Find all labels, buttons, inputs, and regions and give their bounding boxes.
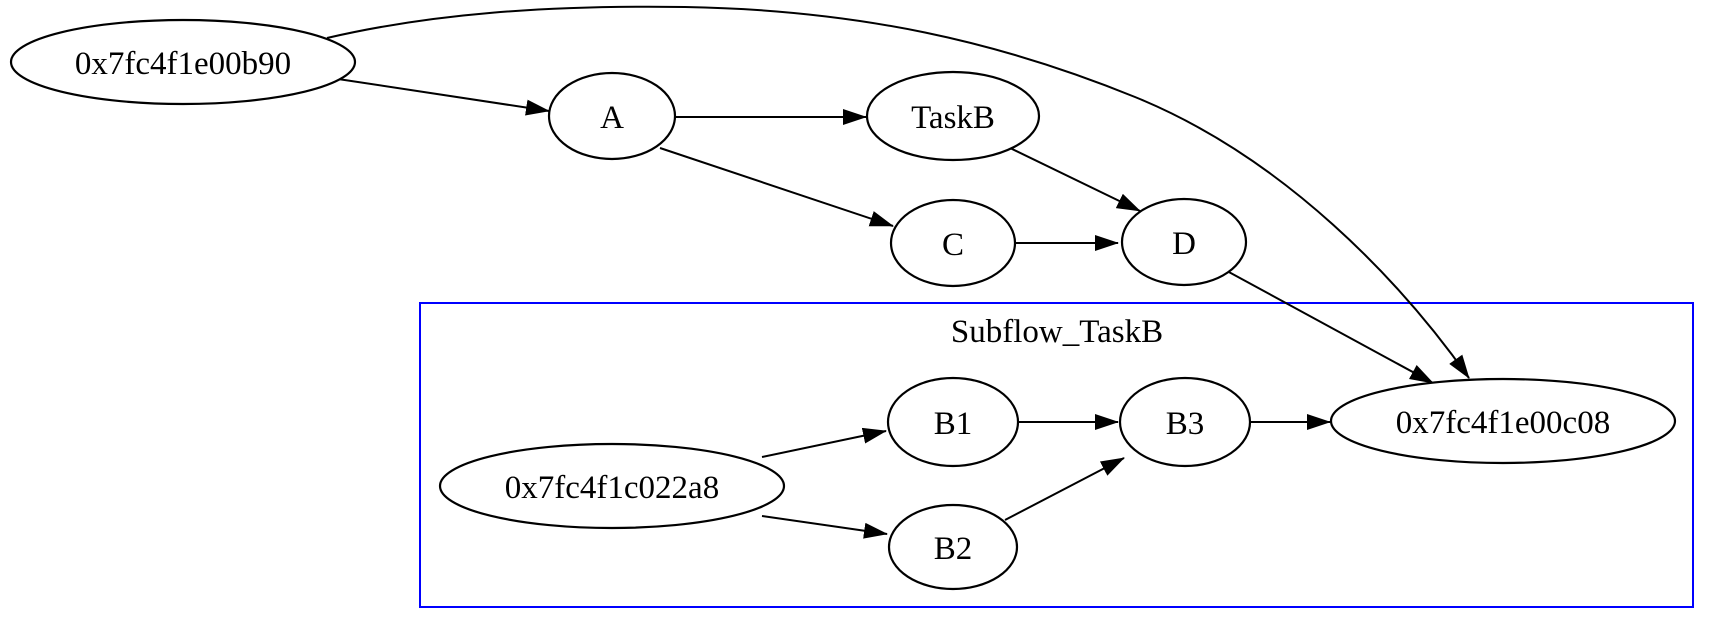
node-C-label: C — [942, 227, 964, 263]
node-A-label: A — [600, 100, 624, 136]
node-c08-label: 0x7fc4f1e00c08 — [1396, 405, 1610, 441]
edge-B2-to-B3 — [1004, 457, 1125, 521]
node-C: C — [889, 198, 1017, 288]
node-B3-shape — [1118, 376, 1252, 468]
cluster-subflow-taskb: Subflow_TaskB — [419, 302, 1694, 608]
cluster-border — [419, 302, 1694, 608]
edge-b90-to-A — [337, 78, 550, 116]
node-D-shape — [1120, 197, 1248, 287]
cluster-label: Subflow_TaskB — [951, 314, 1163, 350]
node-c08: 0x7fc4f1e00c08 — [1329, 377, 1677, 465]
node-B2: B2 — [887, 503, 1019, 591]
node-TaskB-shape — [865, 70, 1041, 162]
node-B2-label: B2 — [934, 531, 973, 567]
edge-TaskB-to-D — [1009, 147, 1141, 212]
edge-a8-to-B1 — [761, 427, 887, 458]
node-a8-label: 0x7fc4f1c022a8 — [505, 470, 719, 506]
node-D-label: D — [1172, 226, 1196, 262]
node-a8-shape — [438, 442, 786, 530]
node-c08-shape — [1329, 377, 1677, 465]
node-B1: B1 — [886, 376, 1020, 468]
edge-a8-to-B2 — [761, 515, 888, 539]
edge-b90-to-c08 — [326, 5, 1470, 379]
node-B1-label: B1 — [934, 406, 973, 442]
edge-A-to-C — [659, 147, 894, 227]
node-TaskB-label: TaskB — [911, 100, 995, 136]
node-A: A — [547, 71, 677, 161]
node-TaskB: TaskB — [865, 70, 1041, 162]
node-C-shape — [889, 198, 1017, 288]
edge-D-to-c08 — [1226, 270, 1434, 384]
node-A-shape — [547, 71, 677, 161]
node-B3-label: B3 — [1166, 406, 1205, 442]
node-B1-shape — [886, 376, 1020, 468]
node-B2-shape — [887, 503, 1019, 591]
node-b90-label: 0x7fc4f1e00b90 — [75, 46, 291, 82]
node-D: D — [1120, 197, 1248, 287]
node-B3: B3 — [1118, 376, 1252, 468]
node-b90: 0x7fc4f1e00b90 — [9, 18, 357, 106]
node-b90-shape — [9, 18, 357, 106]
node-a8: 0x7fc4f1c022a8 — [438, 442, 786, 530]
